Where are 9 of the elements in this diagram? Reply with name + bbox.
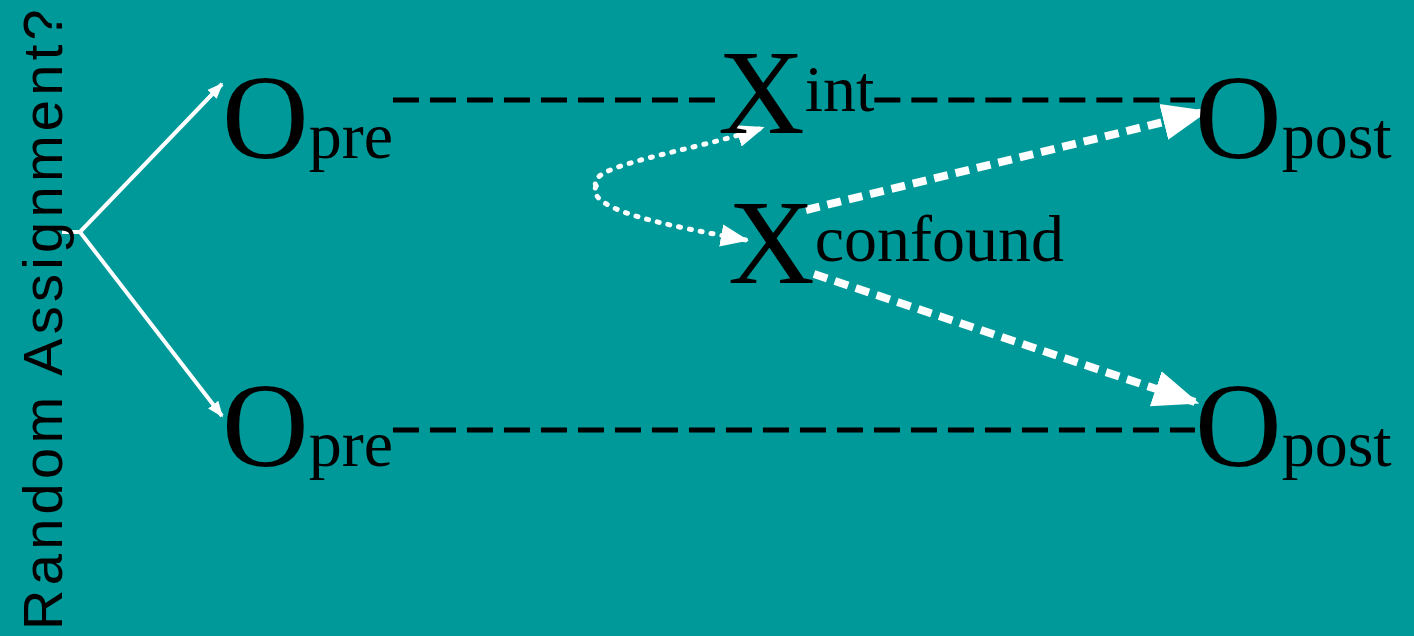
connector-line: [392, 427, 1195, 433]
connector-line: [874, 97, 1195, 103]
notation-symbol: X$^{confound}$: [728, 183, 1064, 303]
arrow: [593, 124, 765, 189]
connector-line: [392, 97, 718, 103]
notation-symbol: X$^{int}$: [718, 33, 875, 153]
arrow: [592, 183, 749, 247]
arrow: [812, 270, 1200, 407]
arrow: [62, 230, 224, 418]
